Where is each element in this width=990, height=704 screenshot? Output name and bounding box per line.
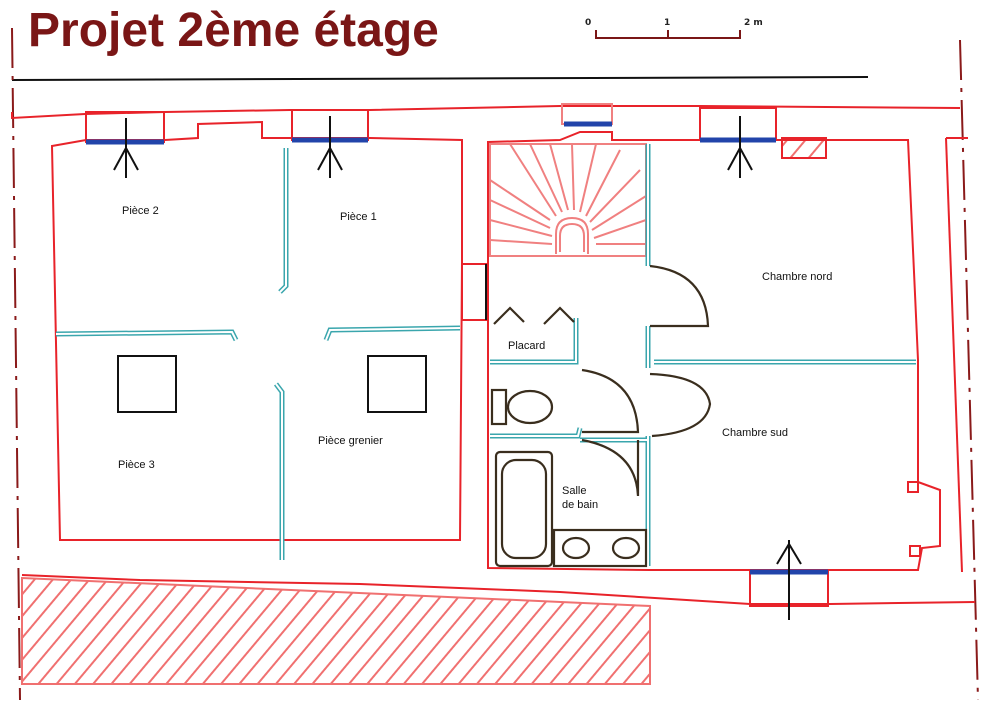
label-placard: Placard — [508, 340, 545, 352]
window-stair — [561, 103, 613, 127]
label-chambre-sud: Chambre sud — [722, 427, 788, 439]
scale-label-0: 0 — [585, 18, 591, 28]
doors — [581, 264, 712, 497]
post-left — [117, 355, 177, 413]
left-block-walls — [50, 120, 463, 541]
scale-label-1: 1 — [664, 18, 670, 28]
toilet — [490, 388, 554, 426]
wall-mark-2 — [909, 545, 921, 557]
scale-bar: 0 1 2 m — [585, 18, 763, 39]
window-left-2 — [291, 109, 369, 178]
label-piece-2: Pièce 2 — [122, 205, 159, 217]
window-right-bottom — [749, 540, 829, 620]
label-salle-de-bain-2: de bain — [562, 499, 598, 511]
label-piece-grenier: Pièce grenier — [318, 435, 383, 447]
chimney-hatch — [781, 137, 827, 159]
wall-mark-1 — [907, 481, 919, 493]
new-partitions — [55, 144, 916, 566]
stair-passage — [461, 263, 489, 321]
label-piece-3: Pièce 3 — [118, 459, 155, 471]
hatched-zone — [21, 576, 651, 685]
street-line — [11, 76, 869, 81]
scale-label-2m: 2 m — [744, 18, 763, 28]
label-chambre-nord: Chambre nord — [762, 271, 832, 283]
placard-doors — [493, 306, 575, 325]
plan-title: Projet 2ème étage — [28, 4, 439, 57]
outer-walls — [11, 105, 976, 605]
window-right-top — [699, 107, 777, 178]
post-right — [367, 355, 427, 413]
washbasin — [552, 528, 648, 568]
label-salle-de-bain-1: Salle — [562, 485, 586, 497]
window-left-1 — [85, 111, 165, 178]
label-piece-1: Pièce 1 — [340, 211, 377, 223]
bathtub — [494, 450, 554, 568]
property-lines — [11, 27, 979, 701]
staircase — [489, 143, 647, 257]
